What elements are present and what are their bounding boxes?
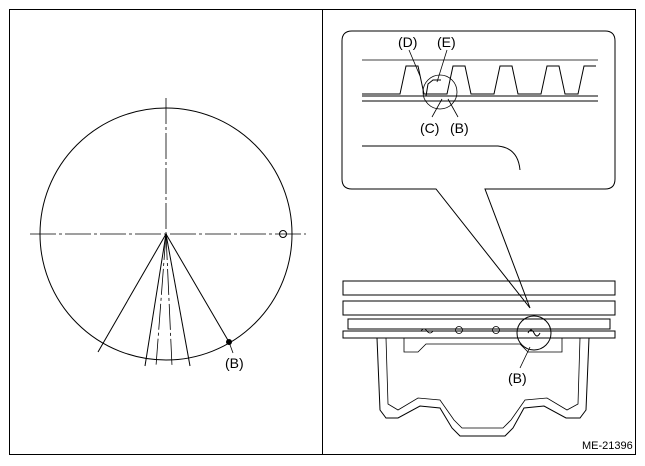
gap-mark-open	[279, 230, 287, 238]
label-b-callout: (B)	[450, 120, 469, 136]
leader-b-callout	[447, 98, 459, 118]
figure-code: ME-21396	[582, 440, 633, 452]
piston-inner	[385, 337, 581, 429]
piston-land	[342, 330, 616, 339]
callout-bubble: (D) (E) (C) (B)	[341, 30, 616, 309]
figure-frame	[9, 9, 636, 455]
leader-b-piston	[519, 346, 531, 369]
gap-highlight-circle	[516, 315, 552, 351]
piston-side-view: (B)	[342, 280, 616, 437]
spacer-expander	[362, 65, 596, 95]
pin-boss-left	[403, 338, 563, 353]
ring-gap-marks	[420, 326, 541, 337]
leader-d	[408, 49, 421, 77]
leader-e	[436, 49, 448, 83]
ring-oil	[347, 318, 611, 330]
ring-second	[342, 300, 616, 316]
leader-b-left	[228, 341, 234, 354]
label-e: (E)	[437, 34, 456, 50]
label-c: (C)	[420, 120, 439, 136]
detail-circle	[422, 74, 458, 110]
ring-top	[342, 280, 616, 296]
label-b-left: (B)	[225, 355, 244, 371]
gap-position-lines	[97, 233, 230, 367]
ring-gap-diagram: (B)	[30, 98, 306, 371]
piston-skirt	[376, 337, 590, 437]
leader-c	[431, 98, 443, 118]
expander-end-hook	[425, 79, 441, 97]
groove-contour	[362, 145, 521, 171]
label-d: (D)	[398, 34, 417, 50]
label-b-piston: (B)	[508, 370, 527, 386]
